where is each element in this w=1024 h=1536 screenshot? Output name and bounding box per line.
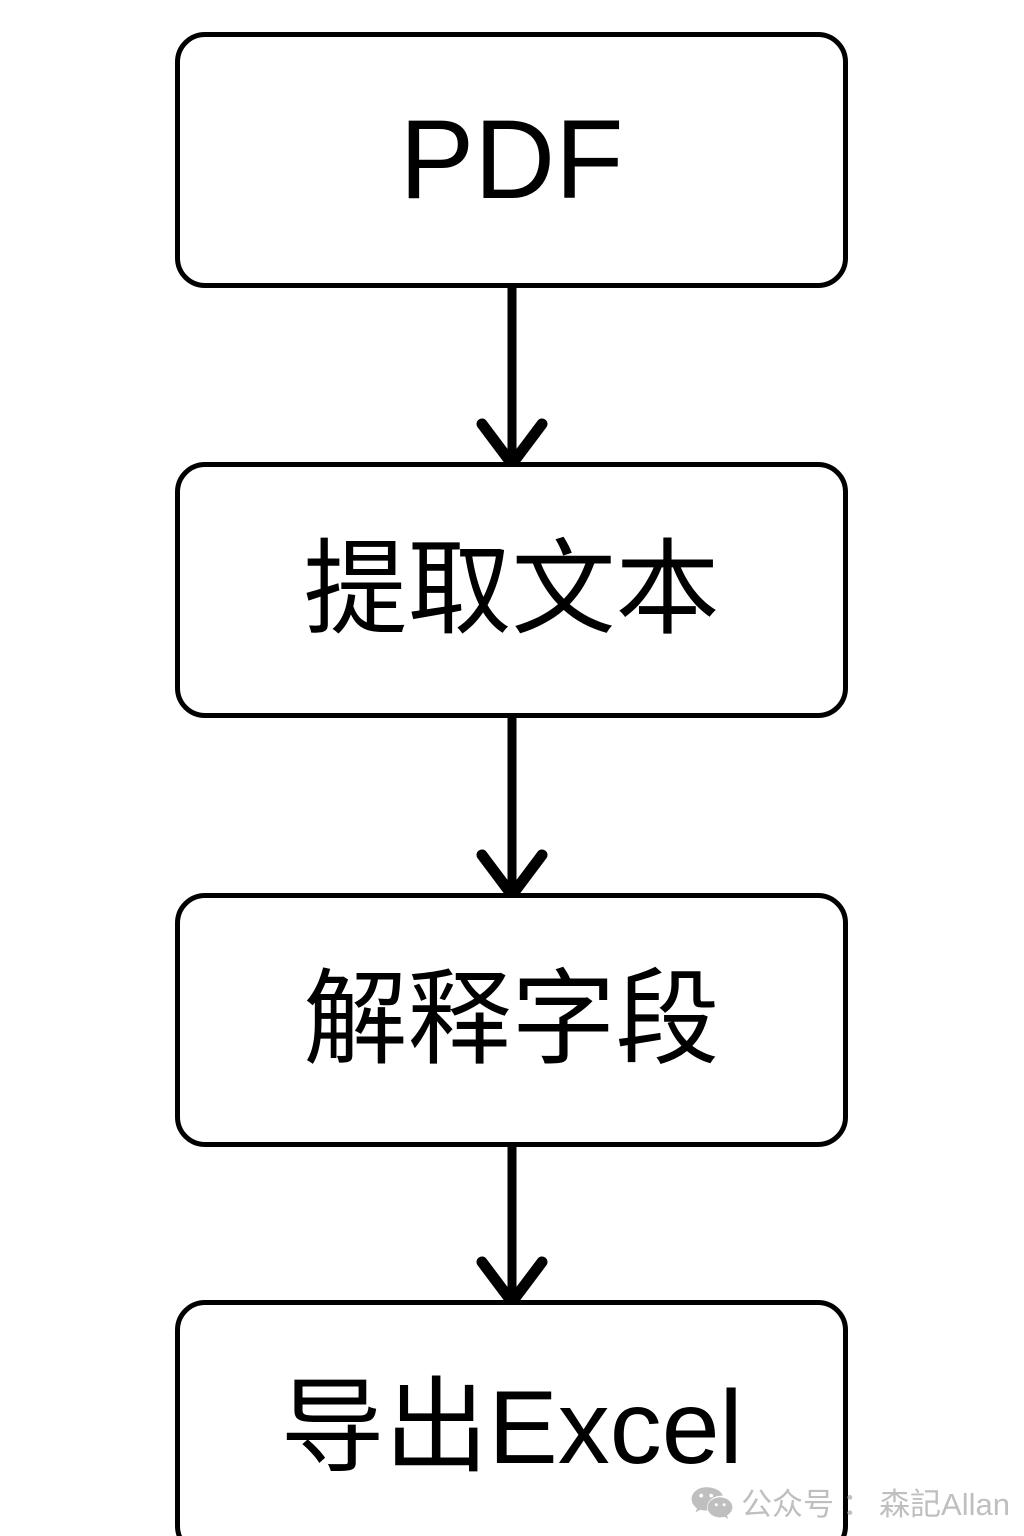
- arrow-down-icon: [476, 716, 548, 897]
- flow-arrow-pdf-to-extract: [437, 286, 587, 466]
- arrow-down-icon: [476, 286, 548, 466]
- watermark-account: 森記Allan: [879, 1486, 1010, 1522]
- flow-node-label: 导出Excel: [280, 1370, 743, 1486]
- flow-node-label: PDF: [399, 97, 624, 222]
- flow-node-extract-text[interactable]: 提取文本: [175, 462, 848, 718]
- flow-node-pdf[interactable]: PDF: [175, 32, 848, 288]
- flow-arrow-extract-to-parse: [437, 716, 587, 897]
- arrow-down-icon: [476, 1145, 548, 1304]
- flow-node-label: 解释字段: [303, 962, 720, 1078]
- flow-node-parse-fields[interactable]: 解释字段: [175, 893, 848, 1147]
- flow-arrow-parse-to-export: [437, 1145, 587, 1304]
- flow-node-export-excel[interactable]: 导出Excel: [175, 1300, 848, 1536]
- flow-node-label: 提取文本: [303, 532, 720, 648]
